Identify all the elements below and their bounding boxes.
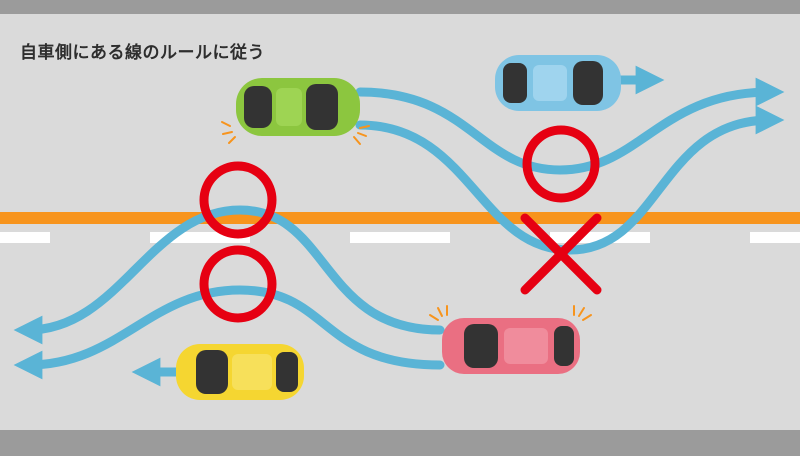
road-shoulder-top [0,0,800,14]
path-red-lower-left [13,285,445,380]
prohibited-mark [520,213,602,295]
road-shoulder-bottom [0,430,800,456]
path-green-upper [355,77,785,175]
car-yellow [176,344,304,400]
car-red [429,305,592,374]
path-red-crossing-left [13,205,445,345]
allowed-mark-top-right [522,125,600,203]
allowed-mark-left-lower [199,245,277,323]
car-blue [495,55,621,111]
car-green [221,78,370,145]
lane-dashes-white [0,232,800,243]
center-line-orange [0,212,800,224]
allowed-mark-left-upper [199,161,277,239]
diagram-caption: 自車側にある線のルールに従う [20,43,265,63]
